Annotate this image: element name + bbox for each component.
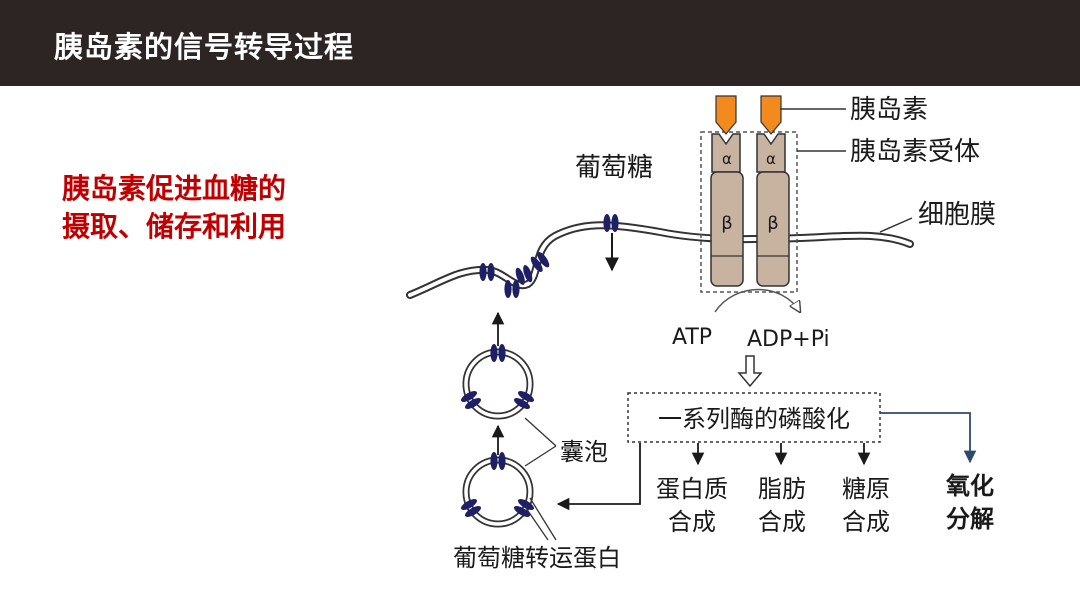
caption-line-1: 胰岛素促进血糖的 [62,172,287,205]
alpha-label: α [766,150,776,168]
insulin-label: 胰岛素 [850,95,928,125]
translocation-arrow [556,443,641,511]
atp-label: ATP [672,325,712,350]
vesicle-leader [524,417,557,447]
receptor-box [700,131,798,293]
fat-synthesis-line1: 脂肪 [758,475,806,503]
oxidation-arrow [880,412,977,464]
phosphorylation-arrow [714,288,800,313]
phosphorylation-box [627,392,881,443]
cell-membrane [406,221,914,299]
protein-synthesis-line1: 蛋白质 [656,475,728,503]
receptor-label: 胰岛素受体 [850,137,980,167]
oxidation-line1: 氧化 [946,472,994,500]
membrane-leader [879,217,913,233]
transporter-leader [529,497,557,541]
glycogen-synthesis-line2: 合成 [842,508,890,536]
page-title: 胰岛素的信号转导过程 [54,30,355,64]
fat-synthesis-line2: 合成 [758,508,806,536]
glycogen-synthesis-line1: 糖原 [842,475,890,503]
protein-synthesis-line2: 合成 [668,508,716,536]
beta-label: β [721,213,733,234]
phosphorylation-label: 一系列酶的磷酸化 [658,405,850,433]
transporter-label: 葡萄糖转运蛋白 [453,544,621,572]
vesicle-label: 囊泡 [560,438,608,466]
oxidation-line2: 分解 [946,505,994,533]
adp-label: ADP+Pi [747,327,830,352]
beta-label: β [767,213,779,234]
insulin-receptor-left [710,95,744,287]
alpha-label: α [722,150,732,168]
vesicle-top [459,344,536,420]
vesicle-bottom [459,452,536,528]
header-bar: 胰岛素的信号转导过程 [0,0,1080,86]
vesicle-leader [524,445,557,467]
insulin-molecule [760,95,782,135]
hollow-down-arrow [737,355,763,388]
glucose-label: 葡萄糖 [575,153,653,183]
caption-line-2: 摄取、储存和利用 [62,210,287,243]
caption: 胰岛素促进血糖的 摄取、储存和利用 [62,170,286,246]
transporter-leader [525,507,549,541]
membrane-label: 细胞膜 [918,200,996,230]
insulin-molecule [715,95,737,135]
insulin-receptor-right [756,95,790,287]
